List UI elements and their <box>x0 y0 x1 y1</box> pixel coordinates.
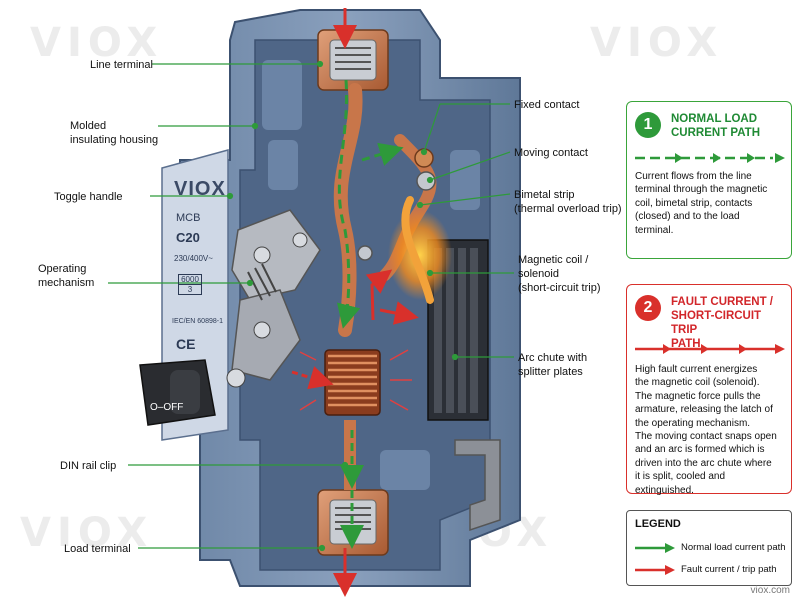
legend-normal: Normal load current path <box>635 541 790 555</box>
line-terminal-shape <box>317 29 389 91</box>
legend: LEGEND Normal load current path Fault cu… <box>626 510 792 586</box>
contacts <box>357 148 436 261</box>
device-rating-bottom: 3 <box>187 285 193 294</box>
toggle-handle-shape <box>139 359 216 426</box>
normal-desc-line: terminal. <box>635 224 674 236</box>
label-housing-line1: Molded <box>70 120 107 132</box>
watermark: VIOX <box>20 510 154 556</box>
fault-desc-line: driven into the arc chute where <box>635 457 772 469</box>
bimetal-strip <box>388 196 452 304</box>
device-model-c20: C20 <box>176 230 200 245</box>
watermark: VIOX <box>590 20 724 66</box>
label-housing-line2: insulating housing <box>70 134 159 146</box>
label-toggle-handle: Toggle handle <box>54 191 123 203</box>
site-url: viox.com <box>750 585 790 596</box>
label-arc-line1: Arc chute with <box>518 352 588 364</box>
fault-title-line2: SHORT-CIRCUIT TRIP <box>671 310 762 336</box>
label-operating-mechanism: Operating mechanism <box>38 262 94 290</box>
device-standard: IEC/EN 60898-1 <box>172 318 223 325</box>
label-line-terminal: Line terminal <box>90 59 153 71</box>
device-brand: VIOX <box>174 178 226 200</box>
normal-title-line1: NORMAL LOAD <box>671 113 758 125</box>
legend-normal-arrow <box>635 543 675 553</box>
label-fixed-contact: Fixed contact <box>514 99 580 111</box>
label-operating-mechanism-line1: Operating <box>38 263 87 275</box>
legend-fault: Fault current / trip path <box>635 563 790 577</box>
normal-title-line2: CURRENT PATH <box>671 127 761 139</box>
label-moving-contact: Moving contact <box>514 147 588 159</box>
fault-current-path <box>291 8 419 597</box>
label-din-rail-clip: DIN rail clip <box>60 460 117 472</box>
label-bimetal-line1: Bimetal strip <box>514 189 575 201</box>
label-magnetic-coil: Magnetic coil / solenoid (short-circuit … <box>518 253 601 295</box>
fault-desc-line: The magnetic force pulls the <box>635 390 761 402</box>
normal-path-arrow <box>635 153 785 163</box>
din-rail-clip-shape <box>454 439 501 532</box>
fault-title-line3: PATH <box>671 338 701 350</box>
normal-path-title: NORMAL LOAD CURRENT PATH <box>671 112 785 140</box>
normal-path-panel: 1 NORMAL LOAD CURRENT PATH Current flows… <box>626 101 792 259</box>
label-bimetal-strip: Bimetal strip (thermal overload trip) <box>514 188 622 216</box>
fault-desc-line: armature, releasing the latch of <box>635 404 773 416</box>
fault-path-arrow <box>635 344 785 354</box>
normal-desc-line: Current flows from the line <box>635 171 752 182</box>
label-housing: Molded insulating housing <box>70 119 158 147</box>
normal-current-path <box>336 79 404 549</box>
normal-path-number: 1 <box>635 112 661 138</box>
fault-path-number: 2 <box>635 295 661 321</box>
fault-desc-line: The moving contact snaps open <box>635 431 777 443</box>
label-coil-line2: solenoid <box>518 268 559 280</box>
device-rating: 6000 3 <box>178 274 202 295</box>
legend-normal-label: Normal load current path <box>681 542 786 553</box>
normal-path-description: Current flows from the line terminal thr… <box>635 170 785 237</box>
label-load-terminal: Load terminal <box>64 543 131 555</box>
normal-desc-line: terminal through the magnetic <box>635 184 768 196</box>
label-arc-line2: splitter plates <box>518 366 583 378</box>
watermark: VIOX <box>30 20 164 66</box>
magnetic-coil <box>299 349 412 416</box>
device-rating-top: 6000 <box>179 275 201 285</box>
operating-mechanism-shape <box>226 209 321 388</box>
fault-path-title: FAULT CURRENT / SHORT-CIRCUIT TRIP PATH <box>671 295 785 351</box>
device-model-mcb: MCB <box>176 212 201 224</box>
fault-desc-line: the magnetic coil (solenoid). <box>635 377 760 389</box>
label-operating-mechanism-line2: mechanism <box>38 277 95 289</box>
fault-desc-line: it is split, cooled and extinguished. <box>635 471 726 496</box>
fault-desc-line: the operating mechanism. <box>635 417 751 429</box>
fault-path-panel: 2 FAULT CURRENT / SHORT-CIRCUIT TRIP PAT… <box>626 284 792 497</box>
normal-desc-line: coil, bimetal strip, contacts <box>635 197 753 209</box>
ce-mark: CE <box>176 336 196 352</box>
legend-title: LEGEND <box>635 518 681 530</box>
normal-desc-line: (closed) and to the load <box>635 211 740 223</box>
label-coil-line1: Magnetic coil / <box>518 254 589 266</box>
label-bimetal-line2: (thermal overload trip) <box>514 203 622 215</box>
label-arc-chute: Arc chute with splitter plates <box>518 351 587 379</box>
leader-lines <box>108 60 514 552</box>
legend-fault-label: Fault current / trip path <box>681 564 777 575</box>
device-voltage: 230/400V~ <box>174 254 213 263</box>
legend-fault-arrow <box>635 565 675 575</box>
fault-desc-line: and an arc is formed which is <box>635 444 765 456</box>
fault-title-line1: FAULT CURRENT / <box>671 296 774 308</box>
fault-path-description: High fault current energizes the magneti… <box>635 363 785 497</box>
fault-desc-line: High fault current energizes <box>635 364 758 375</box>
label-coil-line3: (short-circuit trip) <box>518 282 601 294</box>
toggle-off-label: O–OFF <box>150 402 184 413</box>
